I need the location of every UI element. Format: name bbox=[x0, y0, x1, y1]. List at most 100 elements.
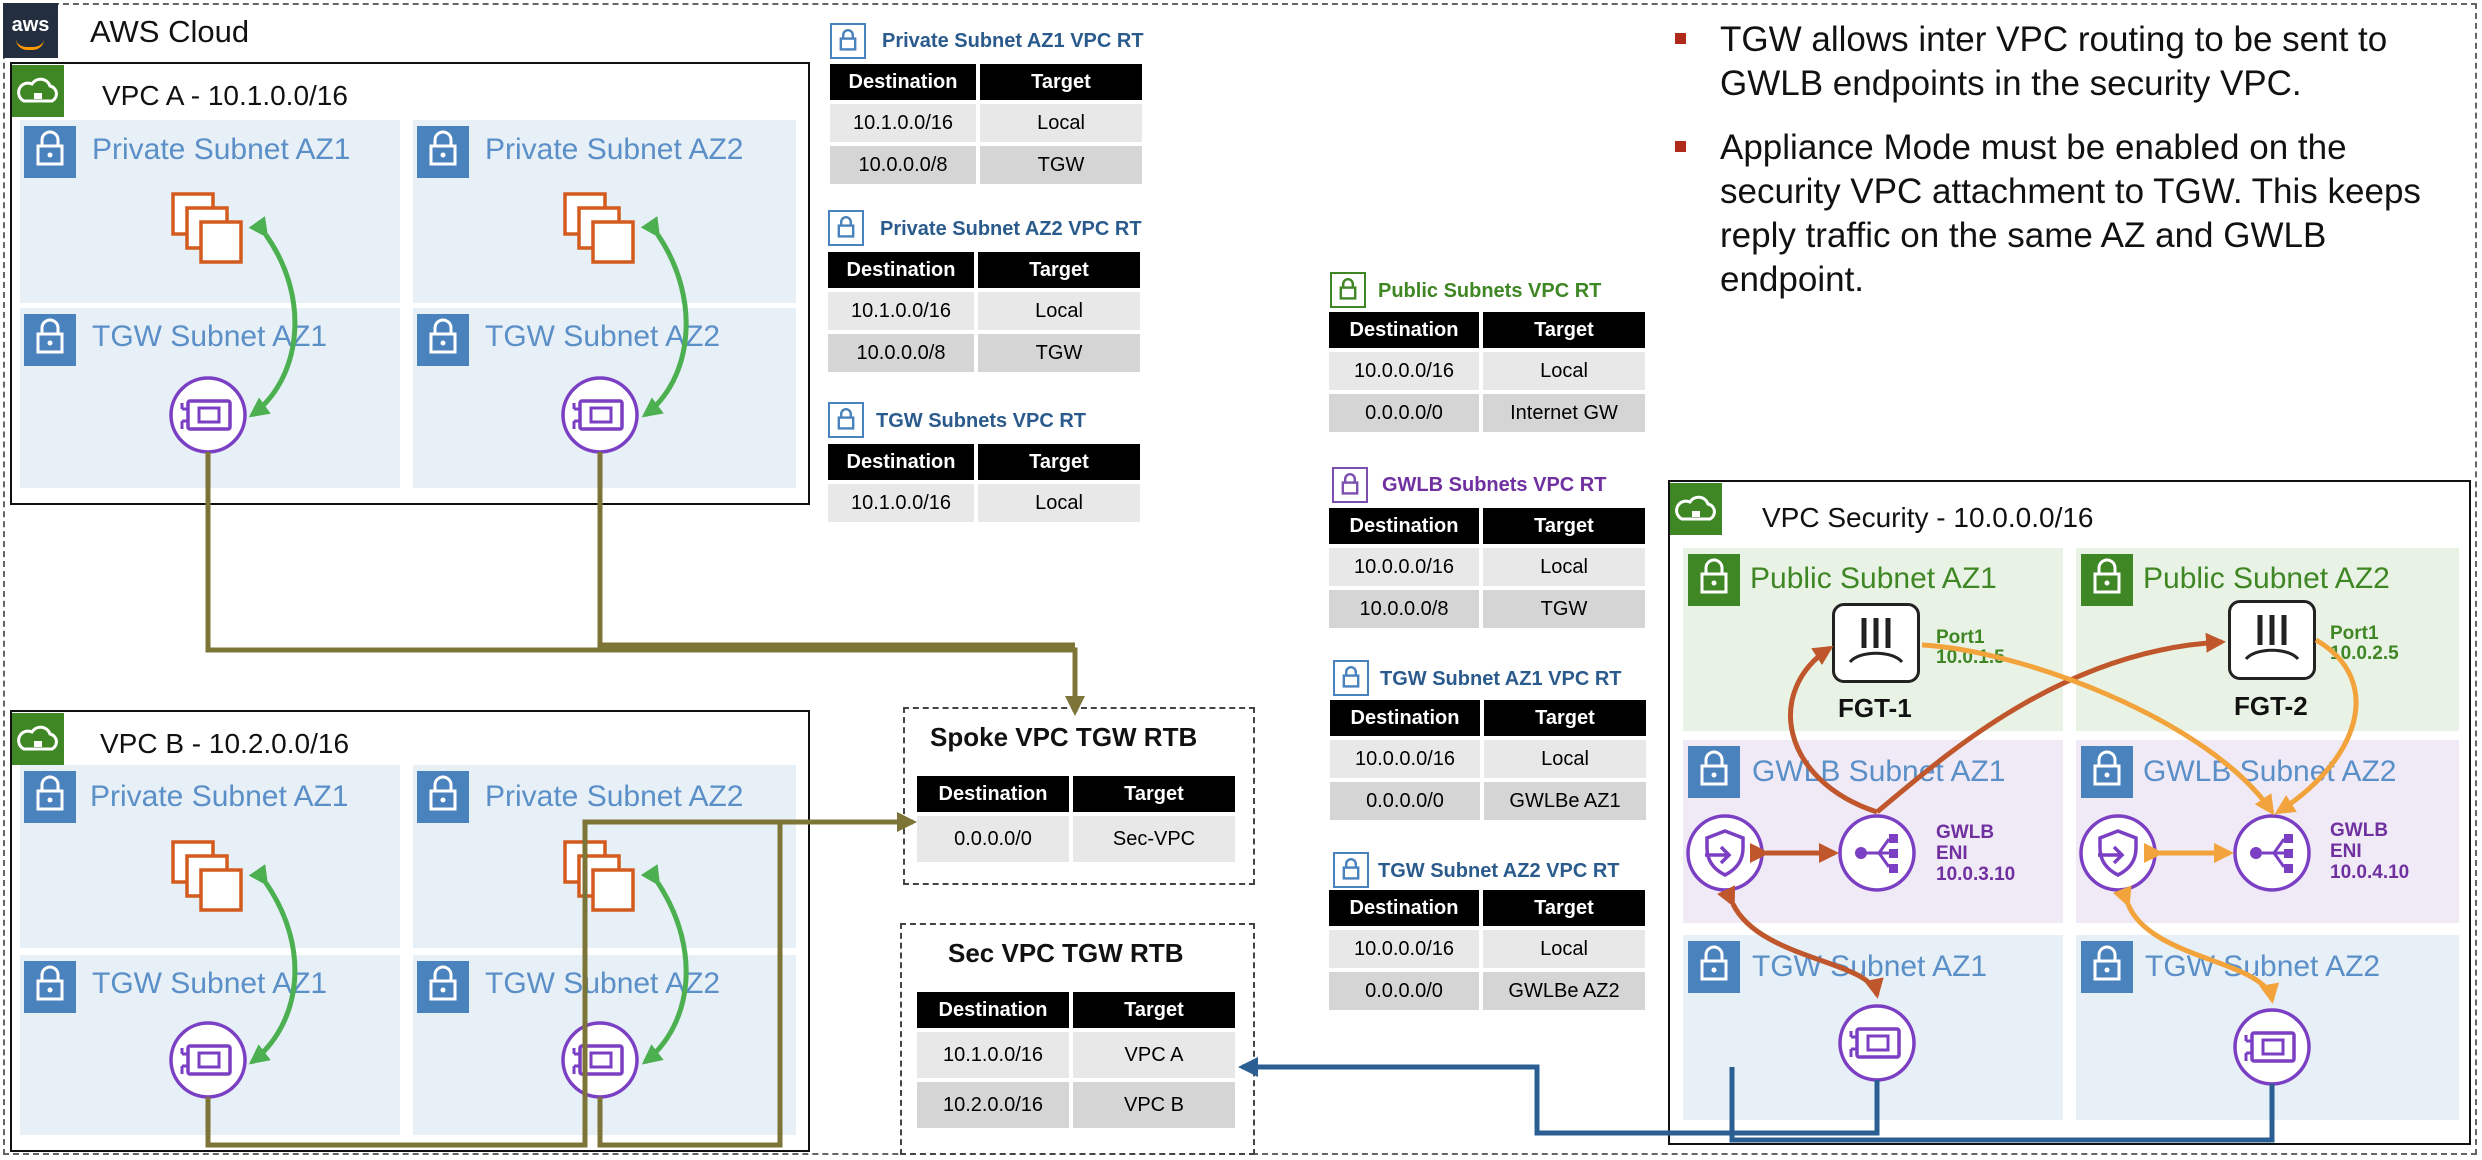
header-target: Target bbox=[1073, 776, 1235, 812]
rt-cell: Local bbox=[1483, 548, 1645, 586]
eni1-line1: GWLB bbox=[1936, 822, 1995, 843]
eni2-line1: GWLB bbox=[2330, 820, 2389, 841]
fgt2-port-ip: 10.0.2.5 bbox=[2330, 643, 2399, 664]
aws-logo: aws bbox=[3, 3, 58, 58]
rt-cell: 10.0.0.0/8 bbox=[830, 146, 976, 184]
rt-cell: GWLBe AZ2 bbox=[1483, 972, 1645, 1010]
eni1-line3: 10.0.3.10 bbox=[1936, 864, 2016, 885]
lock-icon bbox=[2081, 746, 2133, 798]
lock-icon bbox=[1333, 660, 1369, 696]
header-target: Target bbox=[1483, 508, 1645, 544]
lock-icon bbox=[1332, 467, 1368, 503]
rt-cell: Local bbox=[978, 292, 1140, 330]
rt-cell: 10.0.0.0/16 bbox=[1329, 352, 1479, 390]
lock-icon bbox=[1330, 272, 1366, 308]
vpc-a-tgw-az2-label: TGW Subnet AZ2 bbox=[485, 320, 721, 353]
rt-cell: 10.0.0.0/8 bbox=[1329, 590, 1479, 628]
header-destination: Destination bbox=[1330, 700, 1480, 736]
eni2-line3: 10.0.4.10 bbox=[2330, 862, 2410, 883]
vpc-b-title: VPC B - 10.2.0.0/16 bbox=[100, 728, 350, 759]
fortigate-icon bbox=[2228, 600, 2316, 680]
fortigate-icon bbox=[1832, 603, 1920, 683]
lock-icon bbox=[2081, 941, 2133, 993]
fgt1-port-name: Port1 bbox=[1936, 627, 1985, 648]
rt-cell: Local bbox=[1483, 352, 1645, 390]
rt-cell: 10.1.0.0/16 bbox=[830, 104, 976, 142]
header-destination: Destination bbox=[1329, 312, 1479, 348]
eni2-line2: ENI bbox=[2330, 841, 2362, 862]
gwlb-az2-label: GWLB Subnet AZ2 bbox=[2143, 755, 2397, 788]
vpc-b-private-az2-label: Private Subnet AZ2 bbox=[485, 780, 744, 813]
lock-icon bbox=[417, 126, 469, 178]
lock-icon bbox=[24, 126, 76, 178]
header-destination: Destination bbox=[830, 64, 976, 100]
header-target: Target bbox=[1483, 312, 1645, 348]
fgt2-port-name: Port1 bbox=[2330, 623, 2379, 644]
note-item: Appliance Mode must be enabled on the se… bbox=[1665, 126, 2445, 302]
lock-icon bbox=[417, 314, 469, 366]
rt-cell: GWLBe AZ1 bbox=[1484, 782, 1646, 820]
notes: TGW allows inter VPC routing to be sent … bbox=[1665, 18, 2445, 322]
lock-icon bbox=[2081, 554, 2133, 606]
rt-cell: 10.0.0.0/8 bbox=[828, 334, 974, 372]
vpc-b-private-az1-label: Private Subnet AZ1 bbox=[90, 780, 349, 813]
vpc-a-private-az2-label: Private Subnet AZ2 bbox=[485, 133, 744, 166]
vpc-security-title: VPC Security - 10.0.0.0/16 bbox=[1762, 502, 2094, 533]
lock-icon bbox=[1688, 941, 1740, 993]
vpc-a-cloud-icon bbox=[12, 65, 64, 117]
rt-cell: 0.0.0.0/0 bbox=[1329, 972, 1479, 1010]
header-target: Target bbox=[1073, 992, 1235, 1028]
rt-cell: Local bbox=[980, 104, 1142, 142]
lock-icon bbox=[24, 771, 76, 823]
rt-cell: 10.1.0.0/16 bbox=[828, 484, 974, 522]
rt-cell: 10.1.0.0/16 bbox=[828, 292, 974, 330]
header-destination: Destination bbox=[1329, 890, 1479, 926]
header-destination: Destination bbox=[1329, 508, 1479, 544]
rt-cell: VPC B bbox=[1073, 1082, 1235, 1128]
vpc-a-private-az1-label: Private Subnet AZ1 bbox=[92, 133, 351, 166]
public-az2-label: Public Subnet AZ2 bbox=[2143, 562, 2390, 595]
sec-tgw-rtb-title: Sec VPC TGW RTB bbox=[948, 938, 1184, 968]
rt-private-az2-title: Private Subnet AZ2 VPC RT bbox=[880, 218, 1142, 240]
rt-cell: 0.0.0.0/0 bbox=[917, 816, 1069, 862]
lock-icon bbox=[1333, 852, 1369, 888]
rt-cell: 10.0.0.0/16 bbox=[1329, 548, 1479, 586]
rt-cell: 10.2.0.0/16 bbox=[917, 1082, 1069, 1128]
public-az1-label: Public Subnet AZ1 bbox=[1750, 562, 1997, 595]
rt-cell: 10.1.0.0/16 bbox=[917, 1032, 1069, 1078]
vpc-a-tgw-az1-label: TGW Subnet AZ1 bbox=[92, 320, 328, 353]
vpc-security-cloud-icon bbox=[1670, 483, 1722, 535]
lock-icon bbox=[24, 961, 76, 1013]
note-text: TGW allows inter VPC routing to be sent … bbox=[1720, 20, 2388, 103]
rt-cell: 0.0.0.0/0 bbox=[1329, 394, 1479, 432]
fgt1-label: FGT-1 bbox=[1838, 693, 1912, 723]
lock-icon bbox=[830, 23, 866, 59]
lock-icon bbox=[828, 210, 864, 246]
aws-logo-text: aws bbox=[11, 14, 50, 36]
rt-cell: 0.0.0.0/0 bbox=[1330, 782, 1480, 820]
rt-public-subnets-title: Public Subnets VPC RT bbox=[1378, 280, 1602, 302]
header-target: Target bbox=[978, 252, 1140, 288]
rt-gwlb-subnets-title: GWLB Subnets VPC RT bbox=[1382, 474, 1607, 496]
header-target: Target bbox=[1483, 890, 1645, 926]
rt-cell: TGW bbox=[980, 146, 1142, 184]
sec-tgw-az2-label: TGW Subnet AZ2 bbox=[2145, 950, 2381, 983]
header-target: Target bbox=[978, 444, 1140, 480]
lock-icon bbox=[417, 961, 469, 1013]
lock-icon bbox=[828, 402, 864, 438]
fgt1-port-ip: 10.0.1.5 bbox=[1936, 647, 2005, 668]
rt-cell: TGW bbox=[1483, 590, 1645, 628]
header-destination: Destination bbox=[917, 776, 1069, 812]
header-destination: Destination bbox=[917, 992, 1069, 1028]
rt-cell: 10.0.0.0/16 bbox=[1330, 740, 1480, 778]
header-destination: Destination bbox=[828, 444, 974, 480]
vpc-b-cloud-icon bbox=[12, 713, 64, 765]
vpc-b-tgw-az2-label: TGW Subnet AZ2 bbox=[485, 967, 721, 1000]
note-item: TGW allows inter VPC routing to be sent … bbox=[1665, 18, 2445, 106]
